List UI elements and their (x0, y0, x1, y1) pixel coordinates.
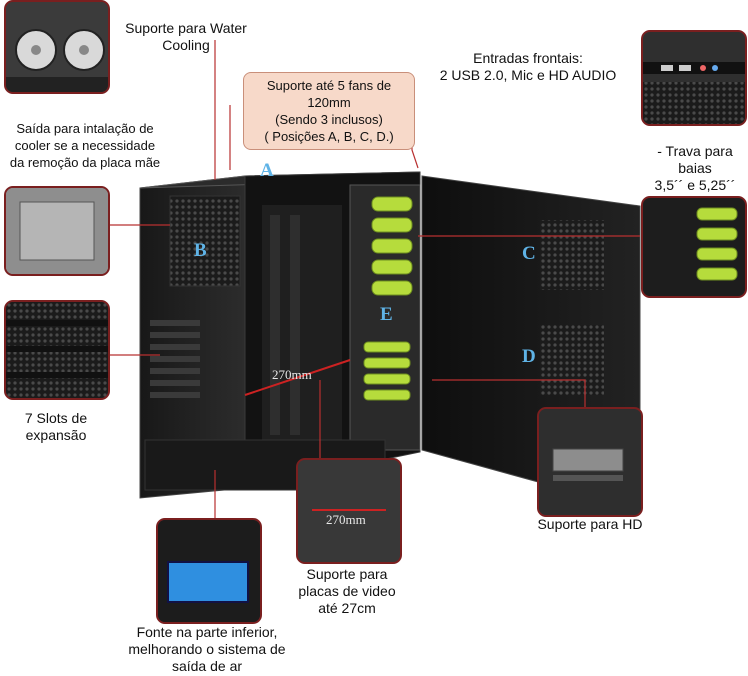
gpu-support-line-2: placas de video (298, 583, 396, 599)
gpu-measure-label: 270mm (272, 367, 312, 382)
front-ports-thumbnail (641, 30, 747, 126)
water-cooling-line-2: Cooling (162, 37, 210, 53)
gpu-support-line-1: Suporte para (306, 566, 388, 582)
gpu-support-line-3: até 27cm (318, 600, 376, 616)
position-letter-d: D (522, 346, 536, 367)
cooler-exit-line-3: da remoção da placa mãe (9, 155, 161, 170)
hd-support-caption: Suporte para HD (537, 516, 643, 532)
bay-lock-line-1: - Trava para (657, 143, 733, 159)
slots-line-2: expansão (25, 427, 87, 443)
gpu-support-caption: Suporte para placas de video até 27cm (280, 566, 414, 617)
front-inputs-line-1: Entradas frontais: (473, 50, 583, 66)
psu-bottom-line-3: saída de ar (171, 658, 243, 674)
bay-lock-caption: - Trava para baias 3,5´´ e 5,25´´ (645, 143, 745, 194)
hd-support-thumbnail (537, 407, 643, 517)
gpu-inset-measure-label: 270mm (326, 512, 366, 527)
position-letter-e: E (380, 304, 393, 325)
front-inputs-caption: Entradas frontais: 2 USB 2.0, Mic e HD A… (416, 50, 640, 84)
water-cooling-thumbnail (4, 0, 110, 94)
cooler-exit-line-2: cooler se a necessidade (14, 138, 156, 153)
position-letter-c: C (522, 243, 536, 264)
fans-callout-line-2: 120mm (307, 95, 351, 110)
water-cooling-caption: Suporte para Water Cooling (112, 20, 260, 54)
bay-lock-thumbnail (641, 196, 747, 298)
psu-bottom-thumbnail (156, 518, 262, 624)
cooler-exit-line-1: Saída para intalação de (16, 121, 154, 136)
bay-lock-line-3: 3,5´´ e 5,25´´ (654, 177, 736, 193)
fans-callout-line-4: ( Posições A, B, C, D.) (264, 129, 394, 144)
position-letter-a: A (260, 160, 274, 181)
fans-callout-line-3: (Sendo 3 inclusos) (275, 112, 383, 127)
expansion-slots-caption: 7 Slots de expansão (4, 410, 108, 444)
psu-bottom-line-1: Fonte na parte inferior, (136, 624, 278, 640)
slots-line-1: 7 Slots de (24, 410, 88, 426)
position-letter-b: B (194, 240, 207, 261)
bay-lock-line-2: baias (678, 160, 712, 176)
psu-bottom-caption: Fonte na parte inferior, melhorando o si… (118, 624, 296, 675)
gpu-support-thumbnail: 270mm (296, 458, 402, 564)
water-cooling-line-1: Suporte para Water (125, 20, 247, 36)
front-inputs-line-2: 2 USB 2.0, Mic e HD AUDIO (439, 67, 617, 83)
psu-bottom-line-2: melhorando o sistema de (128, 641, 286, 657)
cooler-exit-caption: Saída para intalação de cooler se a nece… (0, 120, 170, 171)
fans-callout-line-1: Suporte até 5 fans de (266, 78, 392, 93)
expansion-slots-thumbnail (4, 300, 110, 400)
cooler-exit-thumbnail (4, 186, 110, 276)
fans-support-callout: Suporte até 5 fans de 120mm (Sendo 3 inc… (243, 72, 415, 150)
